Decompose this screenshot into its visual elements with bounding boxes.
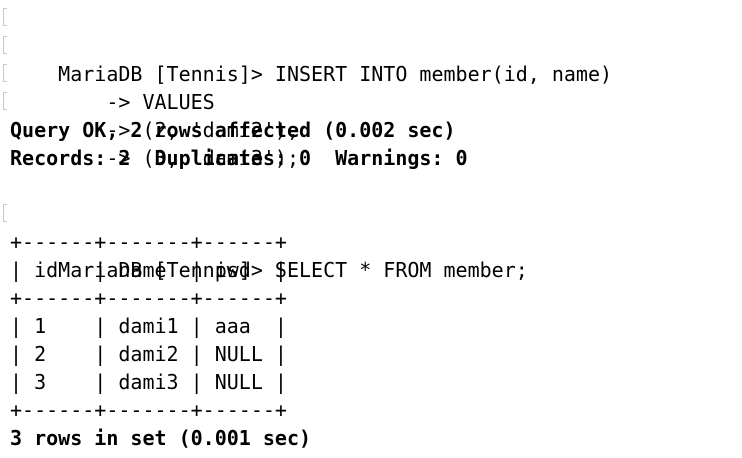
prompt-line: MariaDB [Tennis]> SELECT * FROM member; — [3, 200, 742, 282]
prompt-line: MariaDB [Tennis]> INSERT INTO member(id,… — [3, 4, 742, 86]
result-summary: 3 rows in set (0.001 sec) — [10, 426, 312, 450]
line-marker-icon — [3, 8, 7, 26]
insert-command: MariaDB [Tennis]> INSERT INTO member(id,… — [58, 62, 613, 86]
insert-values: -> VALUES — [58, 90, 215, 114]
insert-row-2: -> (2, 'dami2'), — [58, 118, 299, 142]
continuation-line: -> (3, 'dami3'); — [3, 88, 742, 170]
line-marker-icon — [3, 36, 7, 54]
select-command: MariaDB [Tennis]> SELECT * FROM member; — [58, 258, 528, 282]
line-marker-icon — [3, 92, 7, 110]
line-marker-icon — [3, 204, 7, 222]
line-marker-icon — [3, 64, 7, 82]
records-summary: Records: 2 Duplicates: 0 Warnings: 0 — [10, 146, 468, 170]
table-row: | 2 | dami2 | NULL | — [10, 342, 287, 366]
continuation-line: -> (2, 'dami2'), — [3, 60, 742, 142]
continuation-line: -> VALUES — [3, 32, 742, 114]
table-row: | 3 | dami3 | NULL | — [10, 370, 287, 394]
table-border-mid: +------+-------+------+ — [10, 286, 287, 310]
table-header: | id | name | pwd | — [10, 258, 287, 282]
blank-line — [10, 172, 742, 200]
table-row: | 1 | dami1 | aaa | — [10, 314, 287, 338]
query-ok-message: Query OK, 2 rows affected (0.002 sec) — [10, 118, 456, 142]
table-border-bottom: +------+-------+------+ — [10, 398, 287, 422]
insert-row-3: -> (3, 'dami3'); — [58, 146, 299, 170]
table-border-top: +------+-------+------+ — [10, 230, 287, 254]
